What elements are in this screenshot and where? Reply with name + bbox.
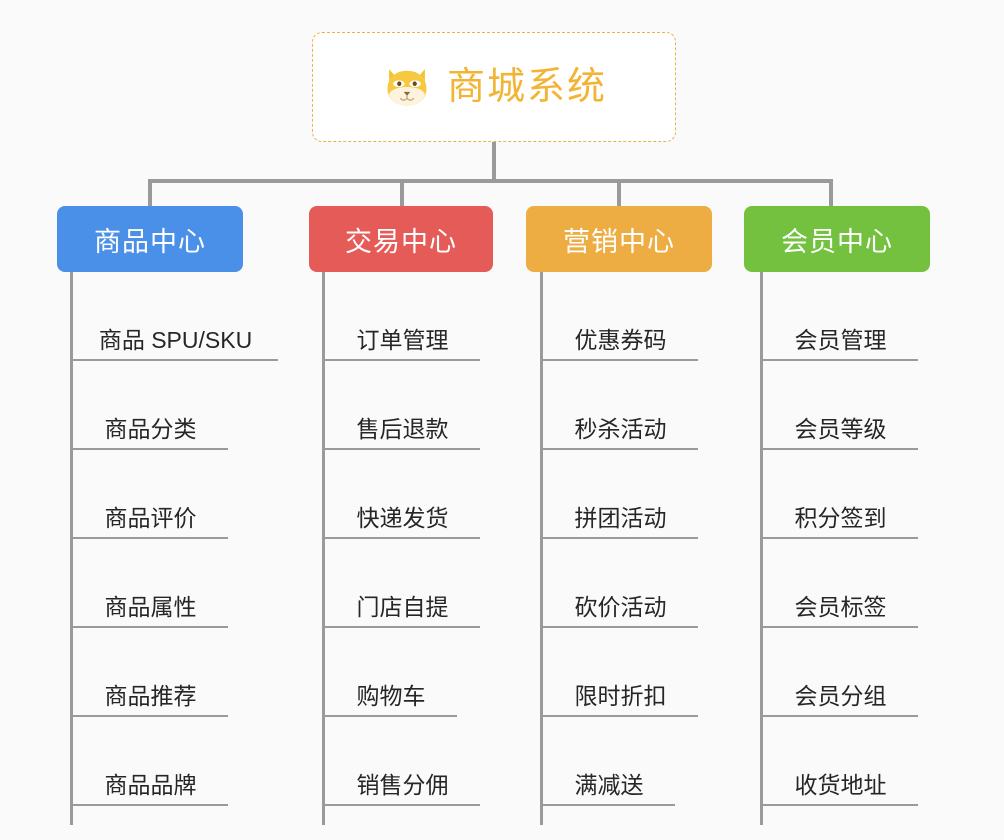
connector-root-stem	[492, 142, 496, 181]
leaf-item-label: 商品属性	[104, 593, 197, 620]
category-header-trade-center[interactable]: 交易中心	[309, 206, 493, 272]
root-node-shopping-mall-system[interactable]: 商城系统	[312, 32, 676, 142]
leaf-item-label: 砍价活动	[574, 593, 667, 620]
leaf-item[interactable]: 会员标签	[763, 539, 918, 628]
leaf-item-label: 销售分佣	[356, 771, 449, 798]
leaf-item[interactable]: 销售分佣	[325, 717, 480, 806]
connector-drop-1	[148, 179, 152, 208]
leaf-item-label: 拼团活动	[574, 504, 667, 531]
leaf-item[interactable]: 秒杀活动	[543, 361, 698, 450]
leaf-item-label: 订单管理	[356, 326, 449, 353]
leaf-item[interactable]: 购物车	[325, 628, 457, 717]
leaf-item-label: 购物车	[356, 682, 426, 709]
leaf-item[interactable]: 商品属性	[73, 539, 228, 628]
leaf-item[interactable]: 商品品牌	[73, 717, 228, 806]
leaf-item-label: 商品 SPU/SKU	[98, 326, 253, 353]
connector-horizontal-bus	[148, 179, 692, 183]
leaf-item[interactable]: 限时折扣	[543, 628, 698, 717]
leaf-item-label: 限时折扣	[574, 682, 667, 709]
leaf-spine	[322, 272, 325, 825]
leaf-item[interactable]: 满减送	[543, 717, 675, 806]
category-header-product-center[interactable]: 商品中心	[57, 206, 243, 272]
leaf-item-label: 商品评价	[104, 504, 197, 531]
leaf-item[interactable]: 砍价活动	[543, 539, 698, 628]
leaf-item[interactable]: 积分签到	[763, 450, 918, 539]
category-header-member-center[interactable]: 会员中心	[744, 206, 930, 272]
leaf-item-label: 商品品牌	[104, 771, 197, 798]
leaf-item[interactable]: 商品评价	[73, 450, 228, 539]
leaf-item[interactable]: 订单管理	[325, 272, 480, 361]
category-header-label: 会员中心	[781, 226, 893, 257]
leaf-item[interactable]: 商品 SPU/SKU	[73, 272, 278, 361]
leaf-item[interactable]: 售后退款	[325, 361, 480, 450]
leaf-spine	[540, 272, 543, 825]
leaf-item-label: 优惠券码	[574, 326, 667, 353]
leaf-item-label: 售后退款	[356, 415, 449, 442]
leaf-item-label: 门店自提	[356, 593, 449, 620]
connector-horizontal-bus-right	[616, 179, 832, 183]
leaf-item[interactable]: 商品推荐	[73, 628, 228, 717]
leaf-item[interactable]: 收货地址	[763, 717, 918, 806]
leaf-item-label: 满减送	[574, 771, 644, 798]
leaf-item-label: 会员管理	[794, 326, 887, 353]
leaf-item-label: 商品分类	[104, 415, 197, 442]
leaf-item-label: 会员标签	[794, 593, 887, 620]
leaf-item-label: 快递发货	[356, 504, 449, 531]
leaf-item[interactable]: 快递发货	[325, 450, 480, 539]
category-header-label: 交易中心	[345, 226, 457, 257]
category-header-marketing-center[interactable]: 营销中心	[526, 206, 712, 272]
leaf-item[interactable]: 会员管理	[763, 272, 918, 361]
leaf-spine	[70, 272, 73, 825]
leaf-item-label: 秒杀活动	[574, 415, 667, 442]
root-node-title: 商城系统	[446, 66, 607, 108]
connector-drop-3	[617, 179, 621, 208]
leaf-item-label: 会员分组	[794, 682, 887, 709]
leaf-item-label: 会员等级	[794, 415, 887, 442]
leaf-item-label: 商品推荐	[104, 682, 197, 709]
connector-drop-2	[400, 179, 404, 208]
leaf-item-label: 积分签到	[794, 504, 887, 531]
leaf-spine	[760, 272, 763, 825]
leaf-item-label: 收货地址	[794, 771, 887, 798]
leaf-item[interactable]: 商品分类	[73, 361, 228, 450]
leaf-item[interactable]: 优惠券码	[543, 272, 698, 361]
category-header-label: 营销中心	[563, 226, 675, 257]
leaf-item[interactable]: 会员等级	[763, 361, 918, 450]
category-header-label: 商品中心	[94, 226, 206, 257]
leaf-item[interactable]: 拼团活动	[543, 450, 698, 539]
shiba-dog-face-icon	[387, 69, 427, 106]
leaf-item[interactable]: 门店自提	[325, 539, 480, 628]
leaf-item[interactable]: 会员分组	[763, 628, 918, 717]
connector-drop-4	[829, 179, 833, 208]
